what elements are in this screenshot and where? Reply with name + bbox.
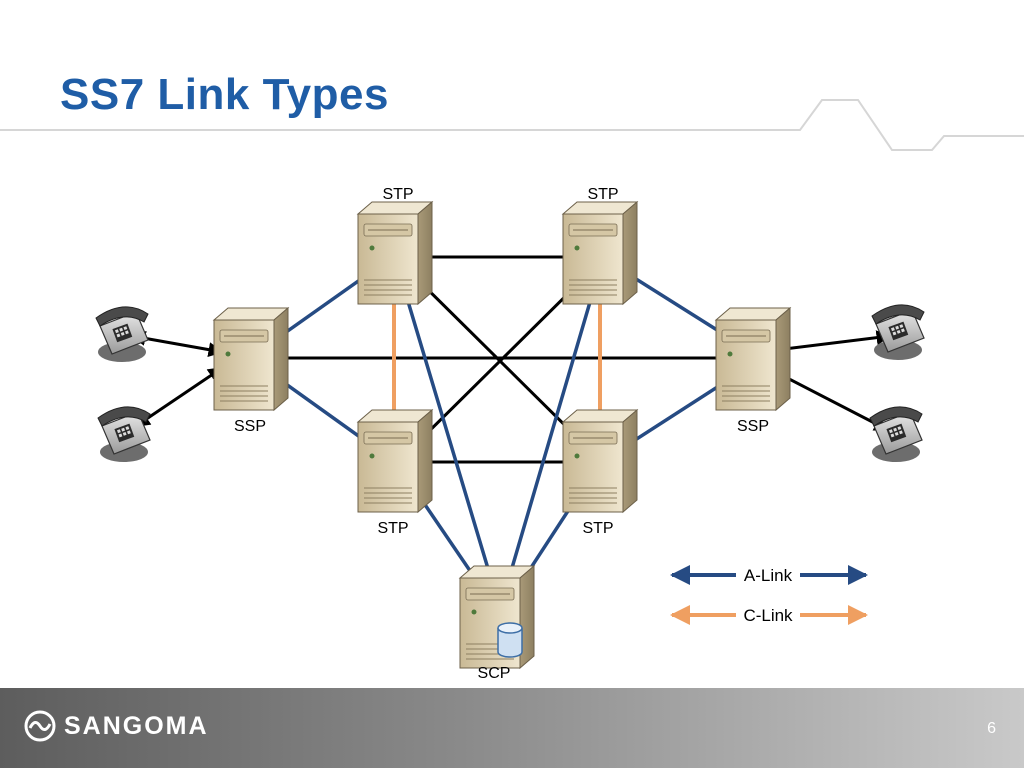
stp-top-right-server-icon <box>562 201 638 305</box>
legend-a-link: A-Link <box>744 566 793 585</box>
page-number: 6 <box>987 720 996 737</box>
legend: A-Link C-Link <box>670 565 868 625</box>
stp-top-right-label: STP <box>587 186 618 203</box>
stp-bottom-right-server-icon <box>562 409 638 513</box>
ssp-right-server-icon <box>715 307 791 411</box>
stp-bottom-right-label: STP <box>582 520 613 537</box>
ssp-left-server-icon <box>213 307 289 411</box>
legend-c-link: C-Link <box>743 606 793 625</box>
scp-server-icon <box>459 565 535 669</box>
telephone-icon <box>95 306 149 363</box>
telephone-icon <box>869 406 923 463</box>
stp-top-left-label: STP <box>382 186 413 203</box>
telephone-icon <box>871 304 925 361</box>
slide-title: SS7 Link Types <box>60 70 389 119</box>
brand-name: SANGOMA <box>64 711 209 740</box>
stp-bottom-left-label: STP <box>377 520 408 537</box>
sangoma-wave-icon <box>24 710 56 742</box>
brand-logo: SANGOMA <box>24 710 209 742</box>
header-decor-line <box>0 99 1024 151</box>
ss7-network-diagram: STP STP STP STP SSP SSP SCP A-Link C-Lin… <box>0 99 1024 682</box>
stp-top-left-server-icon <box>357 201 433 305</box>
stp-bottom-left-server-icon <box>357 409 433 513</box>
ssp-right-label: SSP <box>737 418 769 435</box>
a-links <box>256 258 754 608</box>
ssp-left-label: SSP <box>234 418 266 435</box>
telephone-icon <box>97 406 151 463</box>
scp-label: SCP <box>478 665 511 682</box>
footer-bar: SANGOMA 6 <box>0 688 1024 768</box>
database-icon <box>497 622 523 658</box>
